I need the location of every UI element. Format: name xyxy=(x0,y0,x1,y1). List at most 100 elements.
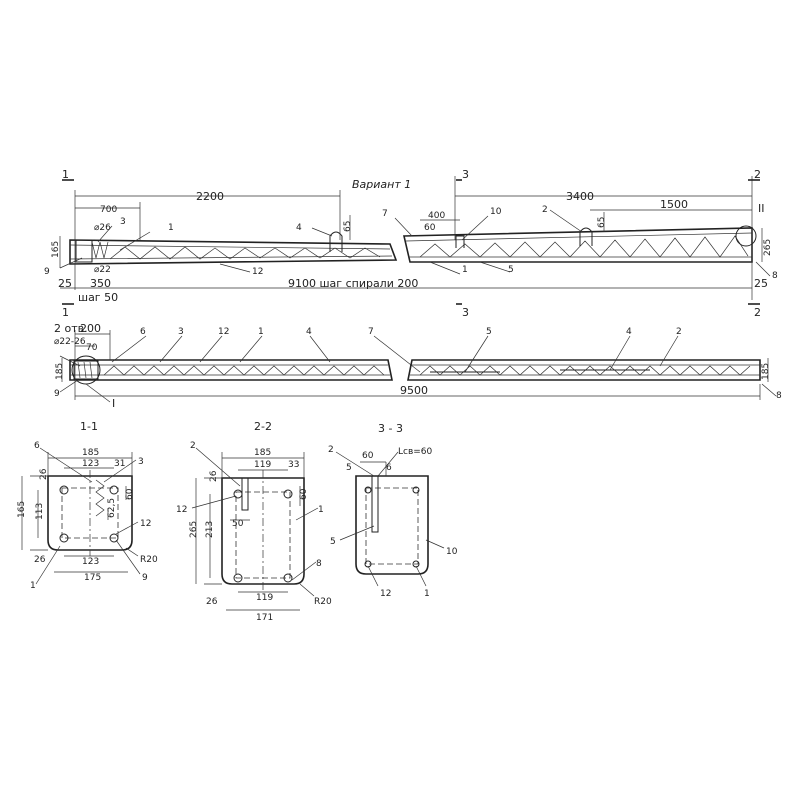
section-mark-3-bottom: 3 xyxy=(462,306,469,319)
dim-70: 70 xyxy=(86,343,98,353)
s22-dim-26a: 26 xyxy=(209,470,219,482)
dim-265: 265 xyxy=(763,239,773,256)
dim-65-left: 65 xyxy=(343,221,353,232)
pos-4: 4 xyxy=(296,223,302,233)
section-mark-1-top: 1 xyxy=(62,168,69,181)
pos-2: 2 xyxy=(542,205,548,215)
s22-r20: R20 xyxy=(314,597,332,607)
dim-185-right: 185 xyxy=(761,363,771,380)
spiral-left xyxy=(109,246,381,260)
s22-pos-1: 1 xyxy=(318,505,324,515)
detail-I-label: I xyxy=(112,397,115,410)
dim-9100: 9100 шаг спирали 200 xyxy=(288,277,418,290)
s33-dim-60: 60 xyxy=(362,451,374,461)
s22-pos-12: 12 xyxy=(176,505,187,515)
s33-dim-6: 6 xyxy=(386,463,392,473)
elevation-1-dimensions xyxy=(59,176,771,305)
s33-pos-1: 1 xyxy=(424,589,430,599)
pos-12-e2: 12 xyxy=(218,327,229,337)
s11-dim-175: 175 xyxy=(84,573,101,583)
pos-12: 12 xyxy=(252,267,263,277)
pos-2-e2: 2 xyxy=(676,327,682,337)
dim-65-right: 65 xyxy=(597,217,607,228)
s33-pos-12: 12 xyxy=(380,589,391,599)
s22-dim-265: 265 xyxy=(189,521,199,538)
pos-9: 9 xyxy=(44,267,50,277)
dim-200: 200 xyxy=(80,322,101,335)
section-1-1-title: 1-1 xyxy=(80,420,98,433)
s11-dim-123a: 123 xyxy=(82,459,99,469)
pos-5-e2: 5 xyxy=(486,327,492,337)
detail-II-label: II xyxy=(758,202,765,215)
pos-7-e2: 7 xyxy=(368,327,374,337)
s11-dim-165: 165 xyxy=(17,501,27,518)
s22-dim-50: 50 xyxy=(232,519,244,529)
section-mark-1-bottom: 1 xyxy=(62,306,69,319)
note-holes-a: 2 отв. xyxy=(54,322,88,335)
section-mark-3-top: 3 xyxy=(462,168,469,181)
pos-9-e2: 9 xyxy=(54,389,60,399)
pos-1: 1 xyxy=(168,223,174,233)
dim-3400: 3400 xyxy=(566,190,594,203)
s11-dim-26b: 26 xyxy=(34,555,46,565)
pos-1-e2: 1 xyxy=(258,327,264,337)
pos-5: 5 xyxy=(508,265,514,275)
dim-2200: 2200 xyxy=(196,190,224,203)
spiral-elev2-left xyxy=(103,365,385,376)
s11-dim-625: 62,5 xyxy=(107,498,117,518)
dim-350: 350 xyxy=(90,277,111,290)
s22-dim-60: 60 xyxy=(299,488,309,500)
dim-700: 700 xyxy=(100,205,117,215)
dim-1500: 1500 xyxy=(660,198,688,211)
detail-II-circle xyxy=(735,225,757,247)
s11-dim-185: 185 xyxy=(82,448,99,458)
s11-dim-31: 31 xyxy=(114,459,125,469)
s33-pos-10: 10 xyxy=(446,547,458,557)
dim-185-left: 185 xyxy=(55,363,65,380)
section-3-3-title: 3 - 3 xyxy=(378,422,403,435)
s11-dim-26a: 26 xyxy=(39,468,49,480)
pos-4a-e2: 4 xyxy=(306,327,312,337)
s11-dim-60: 60 xyxy=(125,488,135,500)
section-3-3 xyxy=(335,451,445,587)
dim-60: 60 xyxy=(424,223,436,233)
dim-165: 165 xyxy=(51,241,61,258)
note-holes-b: ⌀22-26 xyxy=(54,337,86,347)
s11-pos-12: 12 xyxy=(140,519,151,529)
s11-pos-3: 3 xyxy=(138,457,144,467)
s33-pos-5: 5 xyxy=(330,537,336,547)
s22-pos-8: 8 xyxy=(316,559,322,569)
section-mark-2-top: 2 xyxy=(754,168,761,181)
dim-400: 400 xyxy=(428,211,445,221)
s33-pos-2: 2 xyxy=(328,445,334,455)
s22-dim-26b: 26 xyxy=(206,597,218,607)
elevation-1-right xyxy=(402,225,757,263)
dim-25-right: 25 xyxy=(754,277,768,290)
lifting-loop-right xyxy=(579,227,593,246)
pos-1b: 1 xyxy=(462,265,468,275)
dim-22-hole: ⌀22 xyxy=(94,265,111,275)
dim-9500: 9500 xyxy=(400,384,428,397)
s11-dim-123b: 123 xyxy=(82,557,99,567)
s22-dim-171: 171 xyxy=(256,613,273,623)
dim-25-left: 25 xyxy=(58,277,72,290)
spiral-right xyxy=(419,235,749,258)
s22-dim-119b: 119 xyxy=(256,593,273,603)
s22-dim-213: 213 xyxy=(205,521,215,538)
section-1-1 xyxy=(21,447,141,585)
s33-dim-lsv: Lсв=60 xyxy=(398,447,433,457)
section-2-2-title: 2-2 xyxy=(254,420,272,433)
pos-10: 10 xyxy=(490,207,502,217)
section-mark-2-bottom: 2 xyxy=(754,306,761,319)
lifting-loop-left xyxy=(329,231,343,252)
pos-8-e2: 8 xyxy=(776,391,782,401)
dim-step-50: шаг 50 xyxy=(78,291,118,304)
s11-pos-9: 9 xyxy=(142,573,148,583)
elevation-2-dimensions xyxy=(59,330,777,403)
pos-8: 8 xyxy=(772,271,778,281)
pos-7: 7 xyxy=(382,209,388,219)
pos-3: 3 xyxy=(120,217,126,227)
variant-title: Вариант 1 xyxy=(352,178,411,191)
